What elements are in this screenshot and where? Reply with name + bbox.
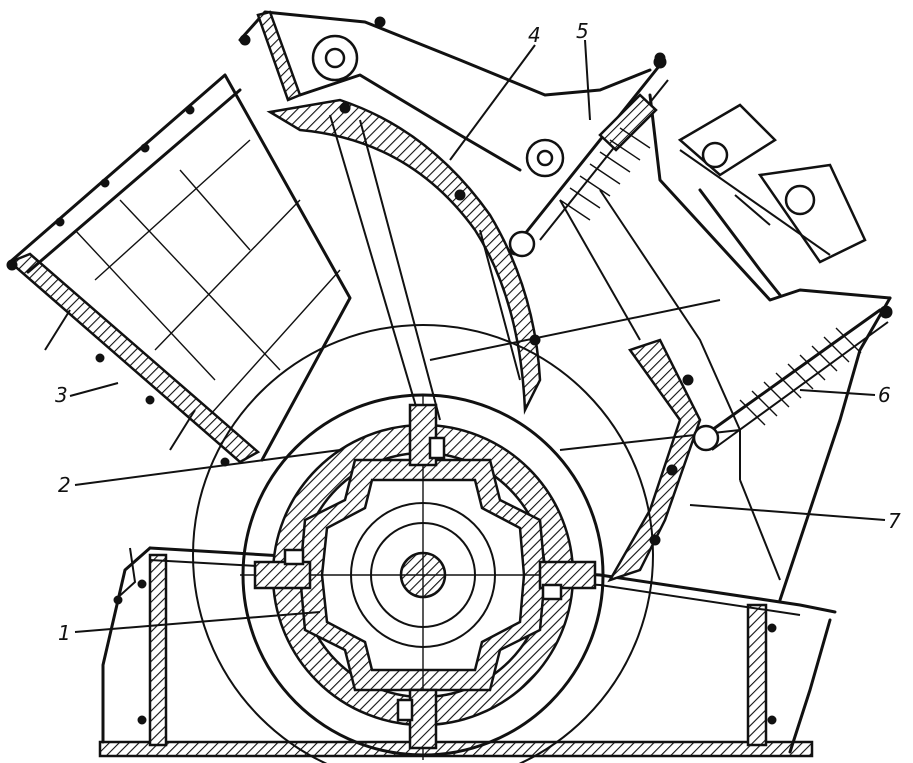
- spring-assembly-5: [508, 55, 669, 258]
- grinding-plates: [266, 98, 781, 583]
- callout-5: 5: [576, 19, 589, 43]
- callouts: 1 2 3 4 5 6 7: [55, 19, 901, 645]
- hammers: [253, 403, 597, 750]
- feed-hopper: [6, 73, 352, 467]
- callout-4: 4: [528, 23, 541, 47]
- callout-7: 7: [888, 509, 901, 533]
- callout-6: 6: [878, 383, 891, 407]
- spring-assembly-6: [692, 305, 893, 452]
- upper-housing: [238, 10, 892, 602]
- rotor: [192, 324, 654, 763]
- callout-2: 2: [58, 473, 71, 497]
- drive-unit: [677, 103, 867, 264]
- callout-1: 1: [58, 621, 71, 645]
- leader-lines: [69, 39, 886, 633]
- callout-3: 3: [55, 383, 68, 407]
